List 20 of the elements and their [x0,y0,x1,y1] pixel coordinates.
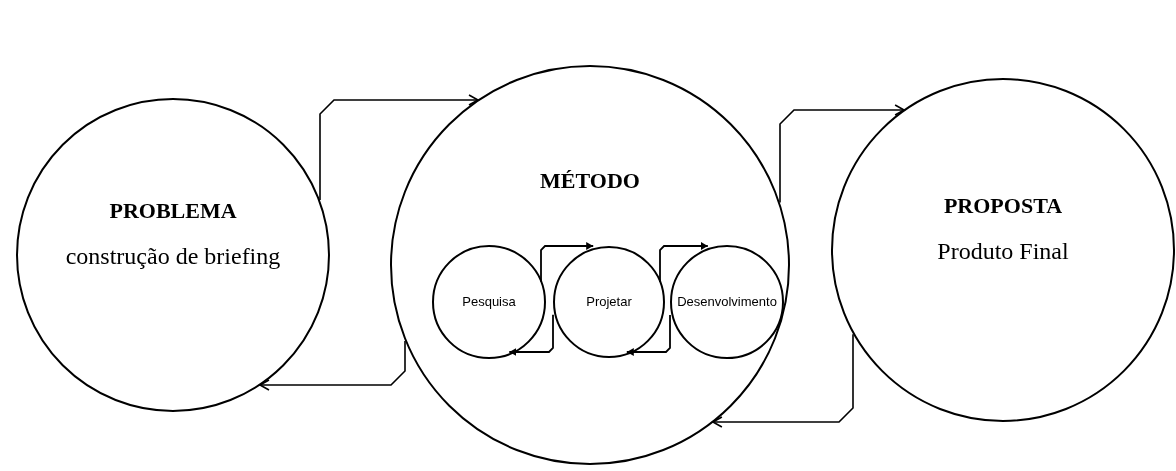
node-label: Desenvolvimento [677,294,777,310]
heading: PROBLEMA [108,198,238,224]
arrow [319,94,479,201]
circle [670,245,784,359]
arrow [508,313,554,356]
arrow [779,104,905,204]
circle [553,246,665,358]
arrow [625,314,671,356]
heading: MÉTODO [539,168,641,194]
arrow [712,333,854,428]
arrow [259,340,406,391]
circle [432,245,546,359]
circle [16,98,330,412]
circle [831,78,1175,422]
node-label: Projetar [586,294,632,310]
node-label: Pesquisa [462,294,516,310]
heading: PROPOSTA [942,193,1064,219]
body-text: construção de briefing [64,242,282,271]
body-text: Produto Final [936,237,1070,266]
circle [390,65,790,465]
